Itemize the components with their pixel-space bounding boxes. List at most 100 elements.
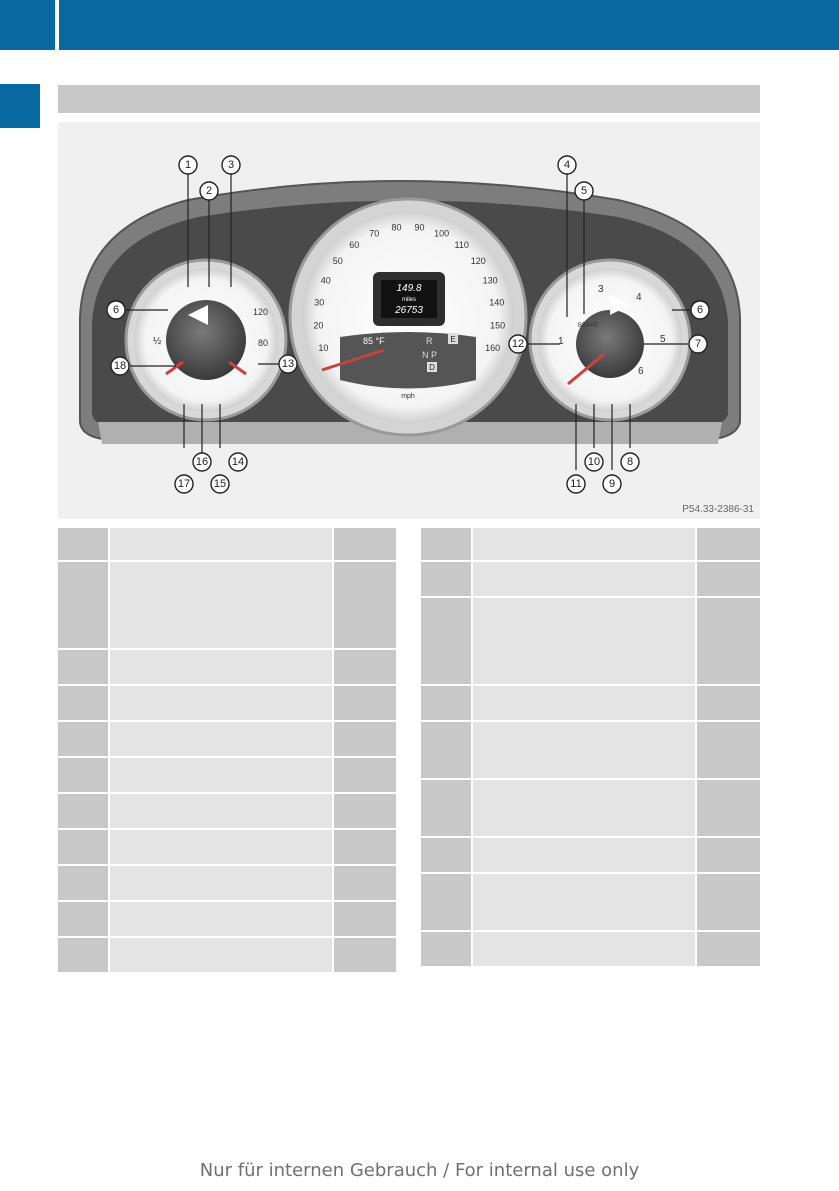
speedo-tick-80: 80	[391, 223, 401, 233]
rpm-needle	[567, 352, 605, 386]
table-cell	[110, 686, 334, 722]
speedo-tick-20: 20	[313, 320, 323, 330]
svg-text:6: 6	[697, 304, 703, 316]
callout-11: 11	[566, 474, 586, 494]
left-turn-arrow-icon	[188, 305, 208, 325]
callout-12: 12	[508, 334, 528, 354]
speedo-tick-140: 140	[489, 297, 504, 307]
svg-text:4: 4	[564, 159, 570, 171]
speedo-tick-50: 50	[333, 256, 343, 266]
callout-3: 3	[221, 155, 241, 175]
table-cell	[473, 722, 697, 780]
table-cell	[110, 758, 334, 794]
svg-text:2: 2	[206, 185, 212, 197]
callout-13: 13	[278, 354, 298, 374]
table-cell	[697, 686, 760, 722]
table-row	[58, 758, 396, 794]
instrument-cluster-drawing: 120 80 ½ 149.8 miles 26753 85 °F R N P D…	[79, 155, 741, 494]
left-gauge: 120 80 ½	[124, 258, 288, 422]
odometer-value: 26753	[394, 305, 423, 316]
table-row	[58, 650, 396, 686]
table-cell	[334, 528, 396, 562]
svg-text:1: 1	[185, 159, 191, 171]
speed-unit: mph	[401, 393, 415, 400]
fuel-needle	[165, 360, 184, 376]
svg-text:18: 18	[114, 360, 126, 372]
table-cell	[697, 838, 760, 874]
rpm-5: 5	[660, 334, 666, 345]
table-cell	[473, 598, 697, 686]
table-cell	[473, 932, 697, 968]
table-cell	[334, 650, 396, 686]
speedo-tick-160: 160	[485, 343, 500, 353]
svg-text:5: 5	[581, 185, 587, 197]
figure-code: P54.33-2386-31	[682, 504, 754, 515]
svg-text:6: 6	[113, 304, 119, 316]
gear-d: D	[429, 363, 435, 372]
svg-text:13: 13	[282, 358, 294, 370]
speedo-tick-110: 110	[455, 240, 469, 250]
table-cell	[697, 932, 760, 968]
table-cell	[58, 758, 110, 794]
callout-18: 18	[110, 356, 130, 376]
table-cell	[110, 528, 334, 562]
rpm-6: 6	[638, 366, 644, 377]
table-cell	[334, 830, 396, 866]
table-row	[58, 794, 396, 830]
table-row	[58, 722, 396, 758]
instrument-cluster-figure: 120 80 ½ 149.8 miles 26753 85 °F R N P D…	[58, 122, 760, 519]
table-cell	[421, 598, 473, 686]
table-cell	[110, 722, 334, 758]
speedo-tick-130: 130	[483, 275, 498, 285]
svg-text:8: 8	[627, 456, 633, 468]
svg-text:17: 17	[178, 478, 190, 490]
table-row	[58, 938, 396, 974]
left-gauge-half-label: ½	[153, 336, 162, 347]
table-cell	[473, 528, 697, 562]
table-row	[58, 528, 396, 562]
callout-2: 2	[199, 181, 219, 201]
gear-r: R	[426, 336, 433, 346]
callout-16: 16	[192, 452, 212, 472]
callout-9: 9	[602, 474, 622, 494]
svg-text:12: 12	[512, 338, 524, 350]
table-cell	[58, 722, 110, 758]
table-cell	[334, 722, 396, 758]
trip-value: 149.8	[396, 283, 421, 294]
callout-10: 10	[584, 452, 604, 472]
svg-text:7: 7	[695, 338, 701, 350]
rpm-1: 1	[558, 336, 564, 347]
table-cell	[421, 780, 473, 838]
table-cell	[58, 830, 110, 866]
svg-text:14: 14	[232, 456, 244, 468]
callout-markers: 1 2 3 4 5 6 6 7 8 9 10 11 12 13 14 15 16…	[106, 155, 710, 494]
table-cell	[334, 902, 396, 938]
table-row	[421, 686, 760, 722]
table-cell	[421, 562, 473, 598]
table-cell	[110, 794, 334, 830]
speedo-tick-100: 100	[434, 229, 449, 239]
table-row	[421, 874, 760, 932]
callout-14: 14	[228, 452, 248, 472]
table-cell	[473, 562, 697, 598]
left-gauge-80-label: 80	[258, 338, 268, 348]
table-cell	[58, 794, 110, 830]
table-cell	[58, 902, 110, 938]
brake-label: BRAKE	[578, 323, 598, 329]
gear-np: N P	[422, 350, 437, 360]
table-cell	[421, 528, 473, 562]
callout-6-left: 6	[106, 300, 126, 320]
table-cell	[58, 866, 110, 902]
callout-1: 1	[178, 155, 198, 175]
table-cell	[473, 686, 697, 722]
header-bar	[0, 0, 839, 50]
table-row	[421, 780, 760, 838]
table-cell	[110, 650, 334, 686]
svg-text:3: 3	[228, 159, 234, 171]
table-cell	[334, 938, 396, 974]
callout-17: 17	[174, 474, 194, 494]
svg-text:11: 11	[570, 478, 581, 490]
table-cell	[697, 598, 760, 686]
table-cell	[58, 528, 110, 562]
